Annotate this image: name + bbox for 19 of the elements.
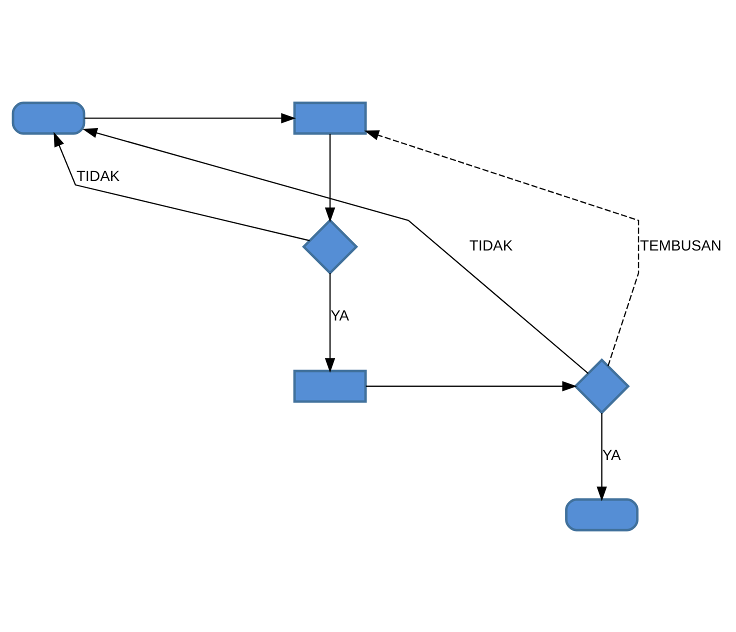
node-box bbox=[293, 101, 367, 134]
edge-label: TIDAK bbox=[76, 168, 120, 184]
edge-label: TEMBUSAN bbox=[640, 238, 722, 254]
edge-label: YA bbox=[330, 308, 350, 324]
arrow bbox=[54, 131, 310, 241]
arrow bbox=[366, 380, 577, 391]
edge-label: YA bbox=[602, 447, 621, 464]
node-box bbox=[565, 498, 639, 531]
arrow bbox=[324, 272, 336, 372]
node-diamond bbox=[574, 358, 630, 414]
edge-label: TIDAK bbox=[469, 238, 513, 254]
node-diamond bbox=[302, 218, 358, 274]
arrow bbox=[324, 133, 336, 222]
arrow bbox=[82, 127, 589, 374]
arrow bbox=[84, 112, 296, 123]
arrow bbox=[596, 412, 607, 501]
node-box bbox=[12, 101, 86, 134]
node-box bbox=[293, 369, 367, 402]
arrow bbox=[364, 130, 640, 366]
